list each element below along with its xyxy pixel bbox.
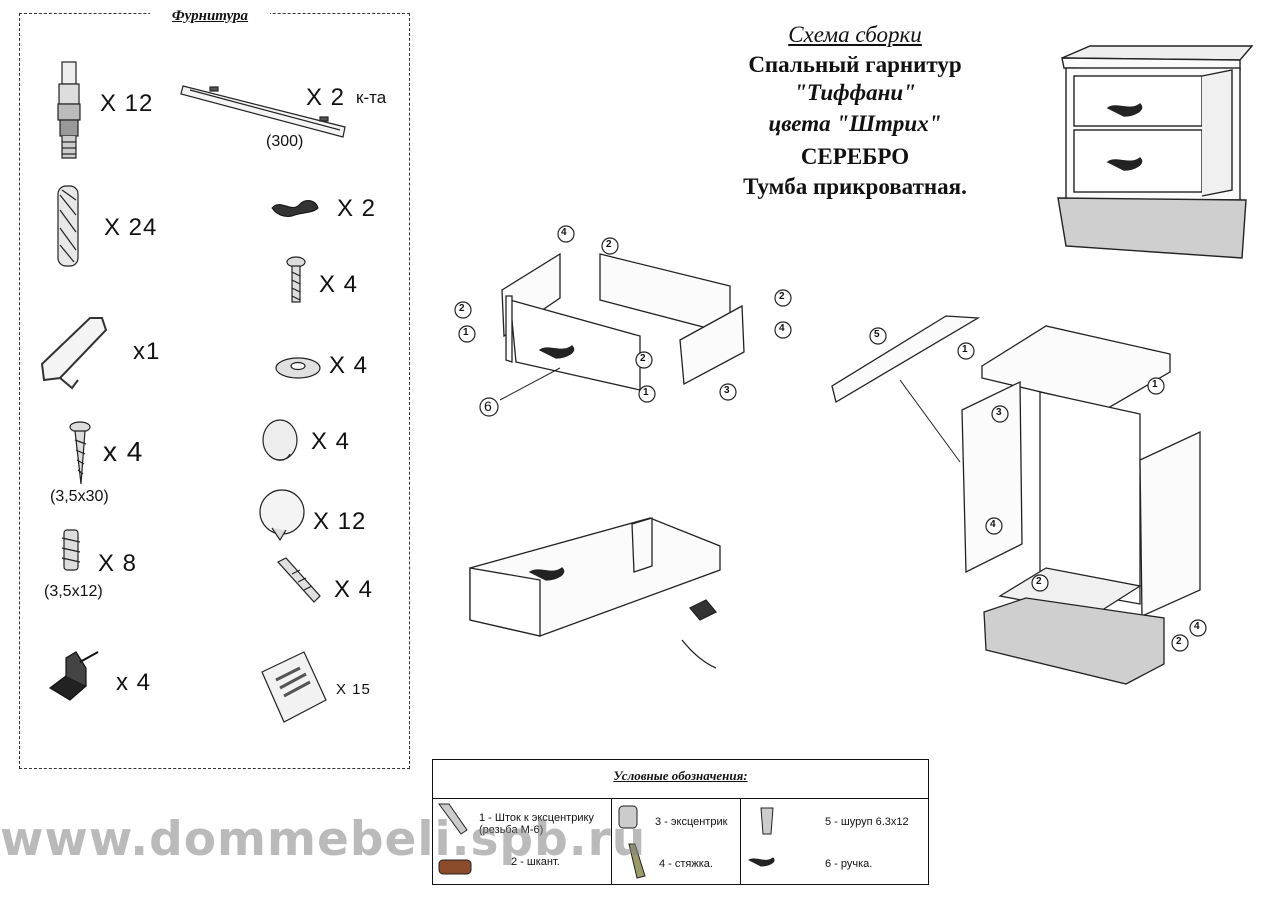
- qty-dowel: X 24: [104, 214, 158, 241]
- qty-screw: X 4: [319, 271, 359, 298]
- cabinet-exploded-view: [831, 315, 1201, 685]
- qty-cam-bolt: X 12: [100, 90, 154, 117]
- guide-lines: [499, 367, 961, 463]
- euro-screw-icon: [61, 529, 81, 571]
- drawer-slide-icon: [180, 85, 346, 138]
- legend-entry-4: 4 - стяжка.: [659, 858, 713, 870]
- callout-2: 2: [606, 239, 612, 250]
- callout-2: 2: [640, 353, 646, 364]
- callout-markers: [454, 225, 1207, 652]
- callout-4: 4: [1194, 621, 1200, 632]
- handle-icon: [748, 857, 775, 867]
- qty-cap-large: X 12: [313, 508, 367, 535]
- callout-2: 2: [1176, 636, 1182, 647]
- wood-screw-icon: [69, 421, 91, 485]
- legend-divider: [740, 798, 741, 884]
- anchor-screw-icon: [277, 557, 321, 603]
- screw-icon: [286, 256, 306, 303]
- qty-bag: X 15: [336, 681, 371, 698]
- callout-5: 5: [874, 329, 880, 340]
- callout-4: 4: [990, 519, 996, 530]
- legend-divider: [611, 798, 612, 884]
- watermark: www.dommebeli.spb.ru: [0, 812, 647, 867]
- washer-icon: [275, 357, 321, 379]
- dim-euro-screw: (3,5x12): [44, 583, 103, 600]
- product-name: Тумба прикроватная.: [743, 174, 967, 199]
- qty-euro-screw: X 8: [98, 550, 138, 577]
- nightstand-illustration: [1057, 45, 1254, 259]
- qty-cap: X 4: [311, 428, 351, 455]
- scheme-title: Схема сборки: [788, 22, 922, 47]
- drawer-assembled-view: [469, 517, 721, 669]
- dowel-icon: [438, 859, 472, 875]
- legend-entry-2: 2 - шкант.: [511, 856, 560, 868]
- corner-bracket-icon: [48, 651, 99, 701]
- callout-3: 3: [724, 385, 730, 396]
- legend-title: Условные обозначения:: [613, 768, 748, 783]
- cap-large-icon: [259, 489, 305, 542]
- color-name: цвета "Штрих": [768, 111, 942, 136]
- dim-drawer-slide: (300): [266, 133, 304, 150]
- qty-corner-bracket: x 4: [116, 669, 152, 696]
- callout-3: 3: [996, 407, 1002, 418]
- cam-bolt-icon: [57, 61, 81, 159]
- callout-4: 4: [779, 323, 785, 334]
- legend-icons: [438, 803, 775, 879]
- cam-bolt-icon: [438, 803, 468, 835]
- dowel-icon: [57, 185, 79, 267]
- bag-icon: [261, 651, 327, 723]
- hex-key-icon: [40, 317, 108, 390]
- callout-6: 6: [484, 398, 492, 414]
- handle-icon: [271, 200, 319, 217]
- callout-2: 2: [459, 303, 465, 314]
- hardware-title: Фурнитура: [150, 8, 270, 25]
- cap-icon: [262, 419, 298, 461]
- legend-entry-5: 5 - шуруп 6.3х12: [825, 816, 909, 828]
- cam-lock-icon: [618, 805, 638, 829]
- dim-wood-screw: (3,5x30): [50, 488, 109, 505]
- qty-drawer-slide-suffix: к-та: [356, 88, 387, 107]
- color-value: СЕРЕБРО: [800, 144, 910, 169]
- qty-hex-key: x1: [133, 338, 161, 365]
- connector-screw-icon: [628, 843, 646, 879]
- callout-4: 4: [561, 227, 567, 238]
- callout-2: 2: [1036, 576, 1042, 587]
- callout-1: 1: [962, 344, 968, 355]
- callout-2: 2: [779, 291, 785, 302]
- qty-drawer-slide: X 2: [306, 84, 346, 111]
- legend-divider: [433, 798, 928, 799]
- callout-1: 1: [643, 387, 649, 398]
- callout-1: 1: [1152, 379, 1158, 390]
- qty-anchor-screw: X 4: [334, 576, 374, 603]
- set-name: Спальный гарнитур: [748, 52, 962, 77]
- screw-icon: [760, 807, 774, 835]
- callout-1: 1: [463, 327, 469, 338]
- legend-entry-1: 1 - Шток к эксцентрику (резьба М-6): [479, 812, 594, 836]
- legend-entry-6: 6 - ручка.: [825, 858, 873, 870]
- drawer-exploded-view: [501, 252, 745, 391]
- qty-handle: X 2: [337, 195, 377, 222]
- legend-box: Условные обозначения: 1 - Шток к эксцент…: [432, 759, 929, 885]
- qty-wood-screw: x 4: [103, 436, 144, 467]
- collection-name: "Тиффани": [794, 80, 916, 105]
- qty-washer: X 4: [329, 352, 369, 379]
- legend-entry-3: 3 - эксцентрик: [655, 816, 728, 828]
